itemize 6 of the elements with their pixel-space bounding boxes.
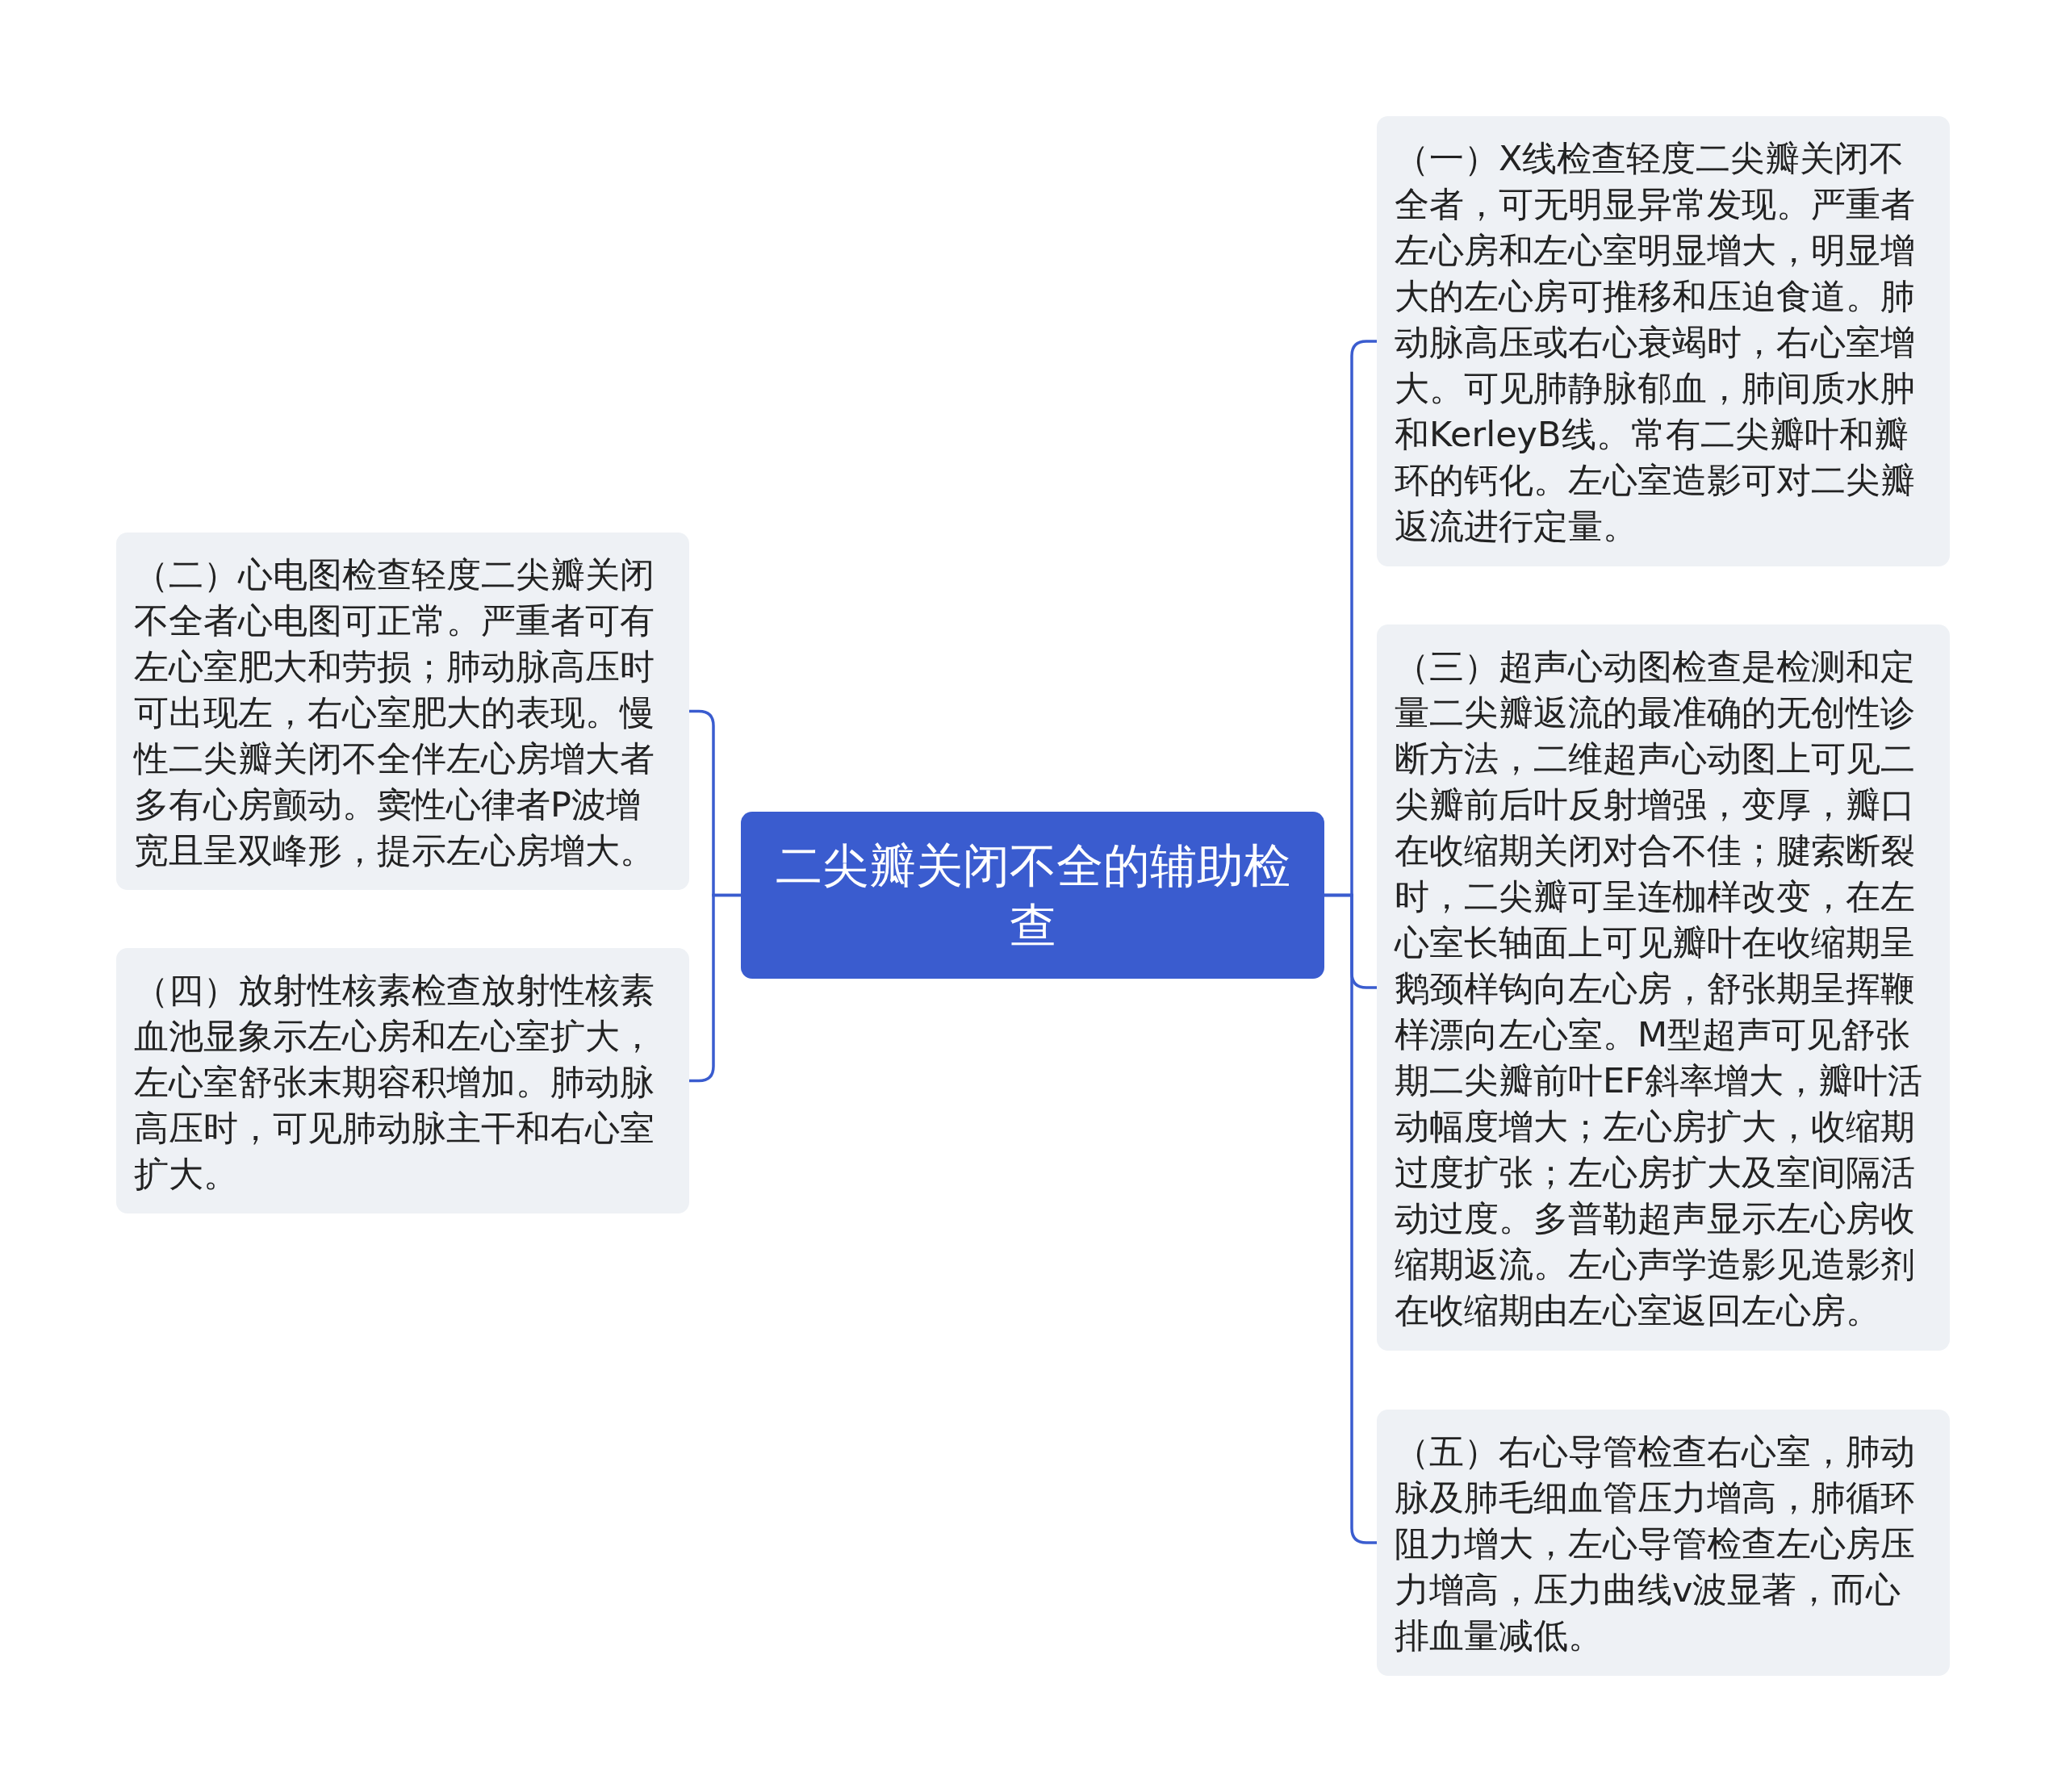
- subtopic-box: （三）超声心动图检查是检测和定量二尖瓣返流的最准确的无创性诊断方法，二维超声心动图上可见二尖瓣前后叶反射增强，变厚，瓣口在收缩期关闭对合不佳；腱索断裂时，二尖瓣可呈连枷样改变，在左心室长轴面上可见瓣叶在收缩期呈鹅颈样钩向左心房，舒张期呈挥鞭样漂向左心室。M型超声可见舒张期二尖瓣前叶EF斜率增大，瓣叶活动幅度增大；左心房扩大，收缩期过度扩张；左心房扩大及室间隔活动过度。多普勒超声显示左心房收缩期返流。左心声学造影见造影剂在收缩期由左心室返回左心房。: [1377, 624, 1950, 1351]
- subtopic-box: （一）X线检查轻度二尖瓣关闭不全者，可无明显异常发现。严重者左心房和左心室明显增大，明显增大的左心房可推移和压迫食道。肺动脉高压或右心衰竭时，右心室增大。可见肺静脉郁血，肺间质水肿和KerleyB线。常有二尖瓣叶和瓣环的钙化。左心室造影可对二尖瓣返流进行定量。: [1377, 116, 1950, 566]
- central-topic-box: 二尖瓣关闭不全的辅助检查: [741, 812, 1324, 979]
- subtopic-box: （五）右心导管检查右心室，肺动脉及肺毛细血管压力增高，肺循环阻力增大，左心导管检查左心房压力增高，压力曲线v波显著，而心排血量减低。: [1377, 1410, 1950, 1676]
- subtopic-box: （二）心电图检查轻度二尖瓣关闭不全者心电图可正常。严重者可有左心室肥大和劳损；肺动脉高压时可出现左，右心室肥大的表现。慢性二尖瓣关闭不全伴左心房增大者多有心房颤动。窦性心律者P波增宽且呈双峰形，提示左心房增大。: [116, 533, 689, 890]
- subtopic-box: （四）放射性核素检查放射性核素血池显象示左心房和左心室扩大，左心室舒张末期容积增加。肺动脉高压时，可见肺动脉主干和右心室扩大。: [116, 948, 689, 1213]
